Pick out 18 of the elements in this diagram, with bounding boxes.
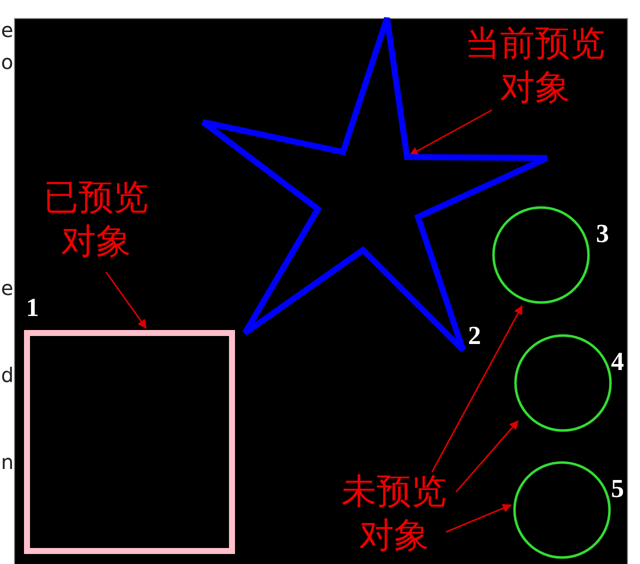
arrow xyxy=(455,420,519,492)
text-fragment: e xyxy=(1,277,14,299)
shape-number: 1 xyxy=(26,295,39,321)
arrow xyxy=(105,272,147,329)
arrow xyxy=(446,504,512,533)
text-fragment: o xyxy=(1,51,14,73)
shape-number: 3 xyxy=(596,221,609,247)
callout-text: 未预览对象 xyxy=(328,470,460,560)
text-fragment: n xyxy=(1,451,14,473)
shape-number: 2 xyxy=(468,323,481,349)
arrow xyxy=(431,305,523,472)
arrow xyxy=(409,109,492,156)
callout-text: 已预览对象 xyxy=(34,176,158,268)
text-fragment: d xyxy=(1,364,14,386)
shape-number: 5 xyxy=(611,476,624,502)
callout-text: 当前预览对象 xyxy=(450,22,620,110)
text-fragment: e xyxy=(1,19,14,41)
shape-number: 4 xyxy=(611,349,624,375)
